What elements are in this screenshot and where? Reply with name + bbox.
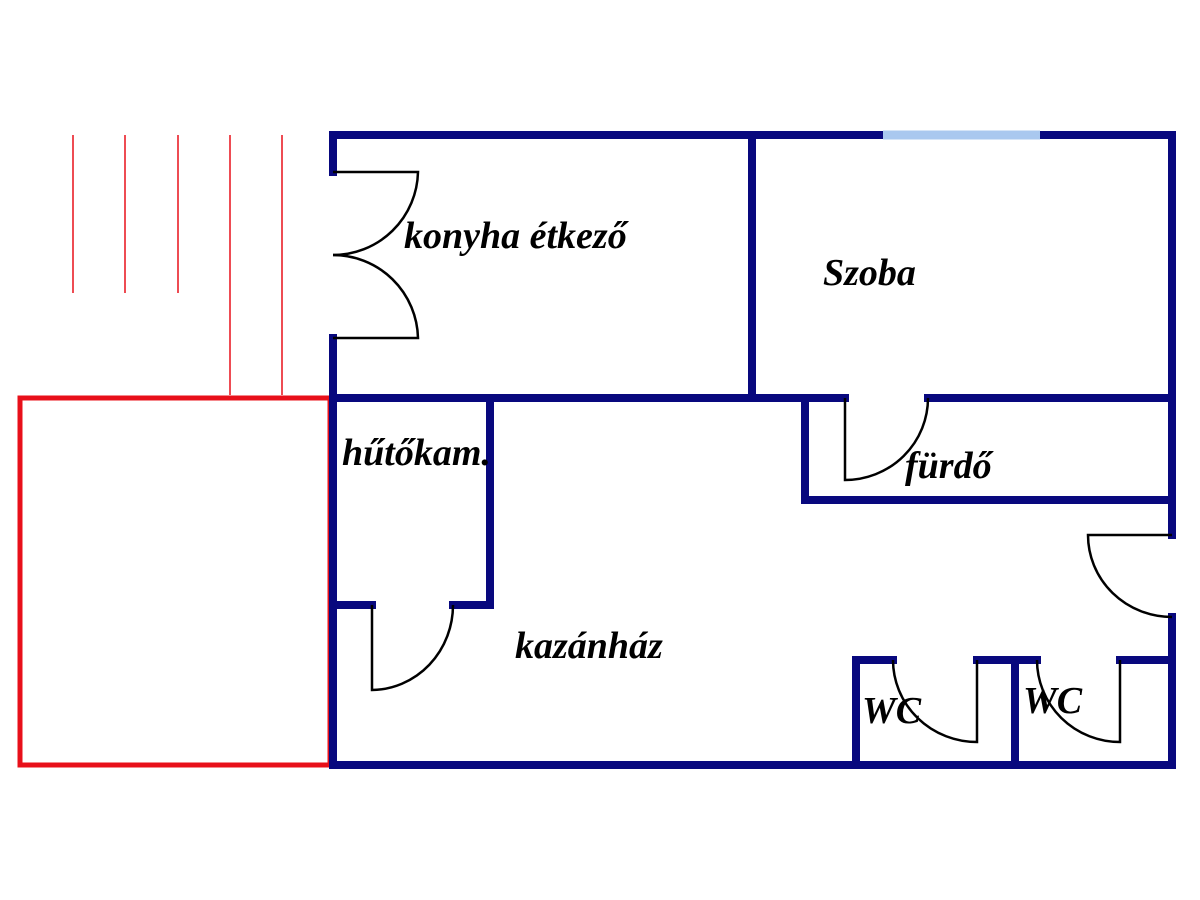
wc2-door <box>1035 659 1122 744</box>
pergola-lines <box>72 135 283 395</box>
terrace-outline <box>17 395 333 768</box>
doors <box>332 170 1173 744</box>
label-kitchen: konyha étkező <box>404 215 629 257</box>
label-wc2: WC <box>1023 680 1083 722</box>
kitchen-door-upper <box>332 170 420 257</box>
bathroom-door <box>843 397 930 482</box>
entrance-door <box>1086 533 1173 619</box>
label-bathroom: fürdő <box>905 445 994 487</box>
label-boiler-room: kazánház <box>515 625 663 667</box>
terrace <box>17 135 333 768</box>
walls <box>329 130 1176 769</box>
cold-room-door <box>370 604 455 692</box>
label-wc1: WC <box>862 690 922 732</box>
wc1-door <box>891 659 979 744</box>
label-room: Szoba <box>823 252 916 294</box>
kitchen-door-lower <box>332 253 420 340</box>
label-cold-room: hűtőkam. <box>342 432 491 474</box>
